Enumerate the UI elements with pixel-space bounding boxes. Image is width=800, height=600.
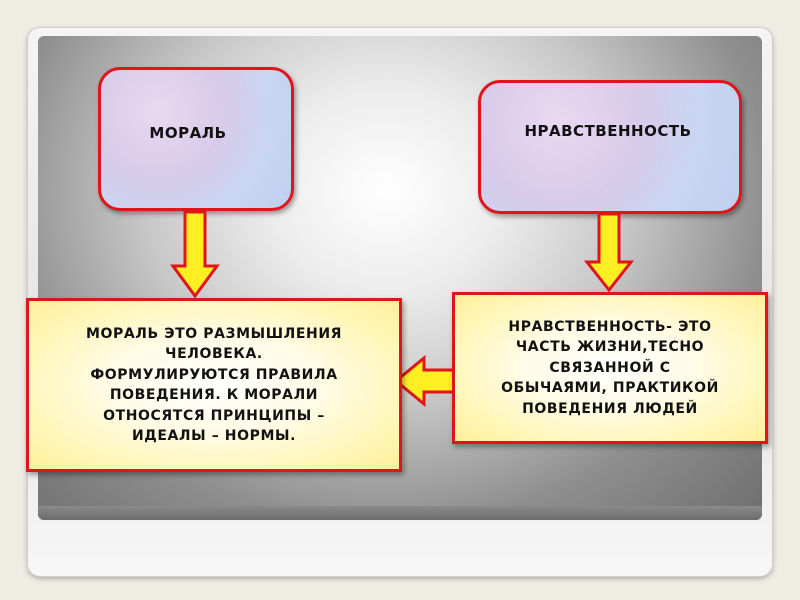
term-box-moral: МОРАЛЬ: [98, 67, 294, 211]
definition-box-moral: МОРАЛЬ ЭТО РАЗМЫШЛЕНИЯ ЧЕЛОВЕКА. ФОРМУЛИ…: [26, 298, 402, 472]
arrow-down-left: [170, 210, 220, 299]
term-moral-label: МОРАЛЬ: [149, 124, 227, 142]
definition-box-nravstvennost: НРАВСТВЕННОСТЬ- ЭТО ЧАСТЬ ЖИЗНИ,ТЕСНО СВ…: [452, 292, 768, 444]
term-nravstvennost-label: НРАВСТВЕННОСТЬ: [524, 122, 692, 140]
definition-moral-text: МОРАЛЬ ЭТО РАЗМЫШЛЕНИЯ ЧЕЛОВЕКА. ФОРМУЛИ…: [85, 325, 343, 445]
definition-nravstvennost-text: НРАВСТВЕННОСТЬ- ЭТО ЧАСТЬ ЖИЗНИ,ТЕСНО СВ…: [501, 318, 719, 417]
arrow-down-right: [583, 212, 635, 293]
term-box-nravstvennost: НРАВСТВЕННОСТЬ: [478, 80, 742, 214]
arrow-left: [393, 354, 456, 408]
